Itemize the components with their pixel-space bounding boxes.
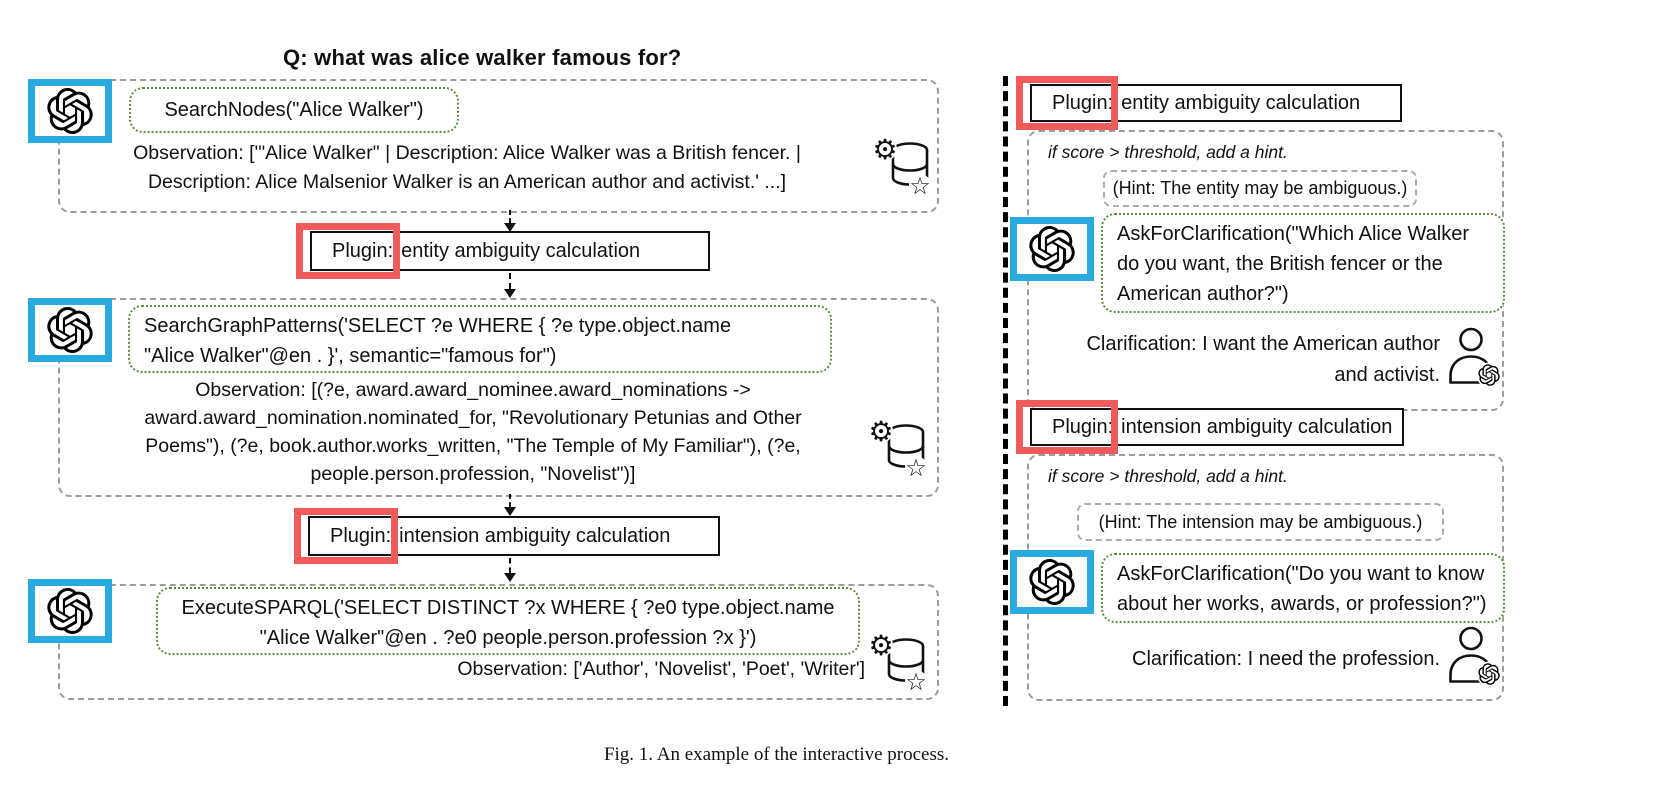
plugin-box-entity: Plugin: entity ambiguity calculation: [1030, 84, 1402, 122]
plugin-prefix: Plugin:: [1052, 91, 1114, 114]
column-divider: [1003, 76, 1008, 706]
figure-caption: Fig. 1. An example of the interactive pr…: [603, 744, 950, 765]
hint-box: (Hint: The intension may be ambiguous.): [1077, 503, 1444, 541]
star-icon: ☆: [905, 668, 927, 693]
openai-logo-icon: [47, 588, 93, 634]
function-call-executesparql: ExecuteSPARQL('SELECT DISTINCT ?x WHERE …: [156, 587, 860, 655]
observation-text: Observation: ['Author', 'Novelist', 'Poe…: [457, 658, 865, 680]
plugin-prefix: Plugin:: [332, 239, 394, 262]
llm-turn-box-2: [58, 298, 939, 497]
plugin-label: entity ambiguity calculation: [1121, 91, 1361, 114]
llm-icon-frame: [1010, 550, 1094, 614]
hint-box: (Hint: The entity may be ambiguous.): [1103, 170, 1417, 207]
gear-icon: ⚙: [872, 137, 897, 166]
plugin-label: entity ambiguity calculation: [401, 239, 641, 262]
star-icon: ☆: [909, 172, 931, 197]
llm-icon-frame: [28, 579, 112, 643]
knowledge-base-icon: ⚙ ☆: [868, 629, 930, 698]
openai-logo-icon: [47, 88, 93, 134]
plugin-box-intension: Plugin: intension ambiguity calculation: [1030, 408, 1404, 446]
openai-logo-icon: [1029, 559, 1075, 605]
clarification-text: Clarification: I need the profession.: [1132, 648, 1440, 670]
flow-arrow: [504, 273, 516, 298]
knowledge-base-icon: ⚙ ☆: [868, 415, 930, 484]
gear-icon: ⚙: [868, 633, 893, 662]
plugin-prefix: Plugin:: [330, 524, 392, 547]
function-call-searchgraphpatterns: SearchGraphPatterns('SELECT ?e WHERE { ?…: [128, 305, 832, 373]
flow-arrow: [504, 558, 516, 582]
flow-arrow: [504, 210, 516, 232]
plugin-highlight-frame: [1016, 400, 1118, 454]
llm-icon-frame: [28, 79, 112, 143]
llm-icon-frame: [1010, 217, 1094, 281]
openai-logo-icon: [1029, 226, 1075, 272]
user-icon: [1446, 326, 1502, 393]
plugin-label: intension ambiguity calculation: [399, 524, 671, 547]
function-call-askforclarification: AskForClarification("Which Alice Walker …: [1101, 213, 1505, 313]
flow-arrow: [504, 494, 516, 516]
condition-text: if score > threshold, add a hint.: [1048, 142, 1288, 162]
plugin-prefix: Plugin:: [1052, 415, 1114, 438]
function-call-askforclarification: AskForClarification("Do you want to know…: [1101, 553, 1505, 623]
plugin-box-entity: Plugin: entity ambiguity calculation: [310, 231, 710, 271]
llm-icon-frame: [28, 298, 112, 362]
function-call-searchnodes: SearchNodes("Alice Walker"): [129, 87, 459, 133]
user-icon: [1446, 625, 1502, 692]
knowledge-base-icon: ⚙ ☆: [872, 133, 934, 202]
observation-text: Observation: ['"Alice Walker" | Descript…: [133, 142, 801, 193]
plugin-label: intension ambiguity calculation: [1121, 415, 1393, 438]
plugin-highlight-frame: [1016, 76, 1118, 130]
openai-logo-icon: [47, 307, 93, 353]
gear-icon: ⚙: [868, 419, 893, 448]
plugin-box-intension: Plugin: intension ambiguity calculation: [308, 516, 720, 556]
llm-turn-box-1: [58, 79, 939, 213]
star-icon: ☆: [905, 454, 927, 479]
plugin-highlight-frame: [296, 223, 400, 279]
plugin-highlight-frame: [294, 508, 398, 564]
condition-text: if score > threshold, add a hint.: [1048, 466, 1288, 486]
observation-text: Observation: [(?e, award.award_nominee.a…: [144, 379, 802, 485]
question-title: Q: what was alice walker famous for?: [283, 45, 682, 70]
clarification-text: Clarification: I want the American autho…: [1086, 333, 1440, 386]
